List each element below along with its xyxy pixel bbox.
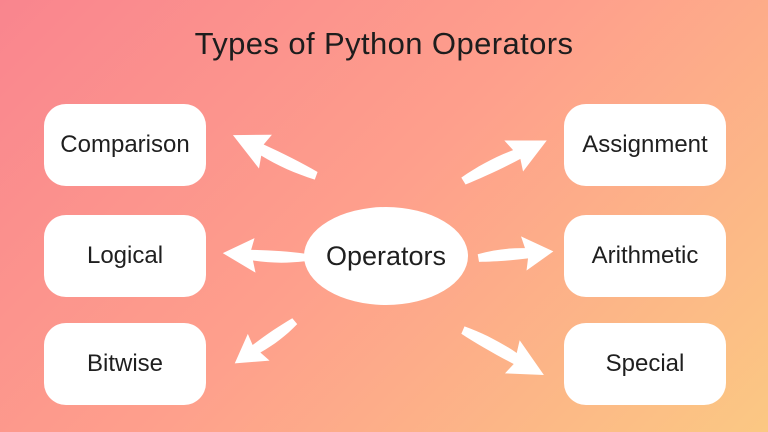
node-special-label: Special bbox=[605, 350, 685, 377]
node-assignment: Assignment bbox=[564, 104, 726, 186]
arrow-to-comparison-icon bbox=[221, 115, 327, 198]
node-assignment-label: Assignment bbox=[582, 131, 708, 158]
arrow-to-special-icon bbox=[451, 309, 556, 395]
node-operators-center: Operators bbox=[304, 207, 468, 305]
node-comparison: Comparison bbox=[44, 104, 206, 186]
node-bitwise-label: Bitwise bbox=[86, 350, 164, 377]
node-bitwise: Bitwise bbox=[44, 323, 206, 405]
page-title: Types of Python Operators bbox=[194, 26, 574, 61]
arrow-to-arithmetic-icon bbox=[476, 230, 557, 277]
arrow-to-logical-icon bbox=[220, 232, 308, 280]
node-comparison-label: Comparison bbox=[60, 131, 190, 158]
node-logical: Logical bbox=[44, 215, 206, 297]
node-arithmetic: Arithmetic bbox=[564, 215, 726, 297]
node-arithmetic-label: Arithmetic bbox=[591, 242, 699, 269]
arrow-to-bitwise-icon bbox=[222, 304, 308, 381]
node-special: Special bbox=[564, 323, 726, 405]
arrow-to-assignment-icon bbox=[452, 120, 558, 200]
node-logical-label: Logical bbox=[86, 242, 164, 269]
node-operators-label: Operators bbox=[325, 240, 447, 271]
